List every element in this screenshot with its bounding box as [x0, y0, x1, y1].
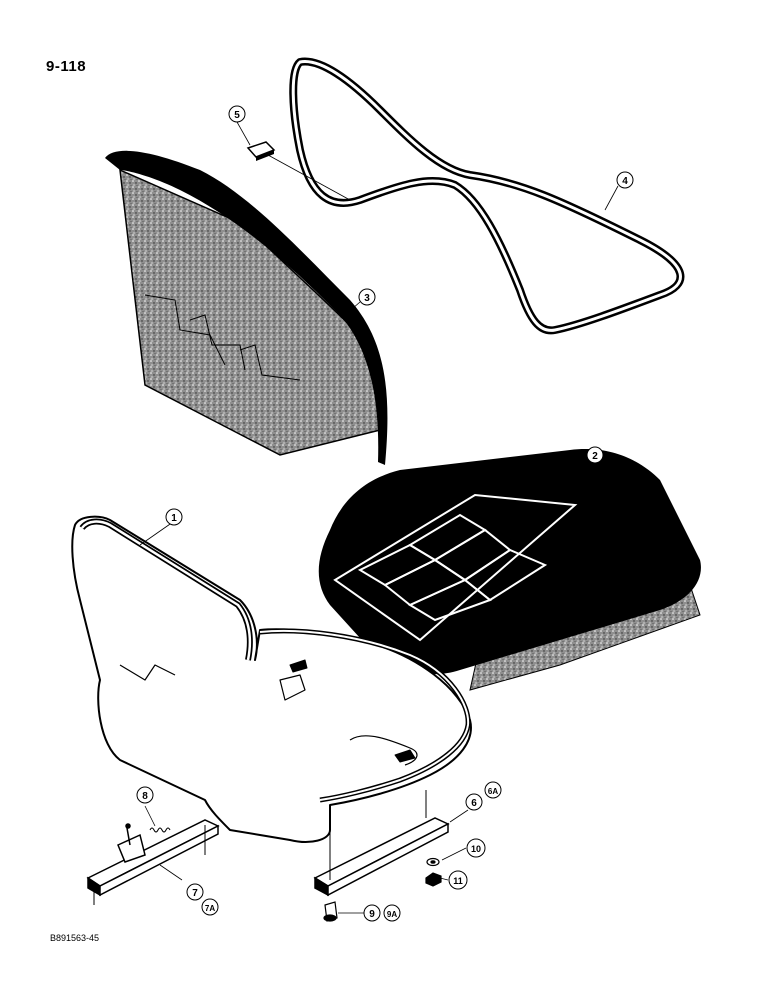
- leader-lines: [139, 121, 619, 914]
- seat-cushion: [318, 449, 701, 691]
- callout-9: 9: [363, 904, 381, 922]
- callout-9a: 9A: [383, 904, 401, 922]
- callout-9a-label: 9A: [387, 910, 397, 919]
- callout-7: 7: [186, 883, 204, 901]
- back-cushion: [105, 150, 388, 465]
- callout-3-label: 3: [364, 293, 370, 304]
- callout-2: 2: [586, 446, 604, 464]
- callout-3: 3: [358, 288, 376, 306]
- callout-4-label: 4: [622, 176, 628, 187]
- page-number: 9-118: [46, 58, 87, 75]
- callout-1: 1: [165, 508, 183, 526]
- drawing-reference-code: B891563-45: [50, 933, 100, 943]
- callout-11: 11: [448, 870, 468, 890]
- callout-11-label: 11: [453, 876, 463, 886]
- fasteners: [323, 857, 442, 922]
- callout-8-label: 8: [142, 791, 148, 802]
- callout-7a: 7A: [201, 898, 219, 916]
- callout-2-label: 2: [592, 451, 598, 462]
- seat-frame: [71, 515, 472, 843]
- trim-loop: [289, 57, 685, 335]
- callout-10-label: 10: [471, 844, 481, 854]
- callout-6-label: 6: [471, 798, 477, 809]
- callout-4: 4: [616, 171, 634, 189]
- callout-8: 8: [136, 786, 154, 804]
- callout-9-label: 9: [369, 909, 375, 920]
- callout-10: 10: [466, 838, 486, 858]
- callout-5: 5: [228, 105, 246, 123]
- trim-clip: [246, 141, 351, 201]
- callout-7a-label: 7A: [205, 904, 215, 913]
- callout-1-label: 1: [171, 513, 177, 524]
- callout-5-label: 5: [234, 110, 240, 121]
- callout-7-label: 7: [192, 888, 198, 899]
- spring: [149, 827, 171, 833]
- right-slide-rail: [313, 790, 450, 897]
- left-slide-rail: [86, 819, 220, 905]
- callout-6: 6: [465, 793, 483, 811]
- callout-6a: 6A: [484, 781, 502, 799]
- callout-6a-label: 6A: [488, 787, 498, 796]
